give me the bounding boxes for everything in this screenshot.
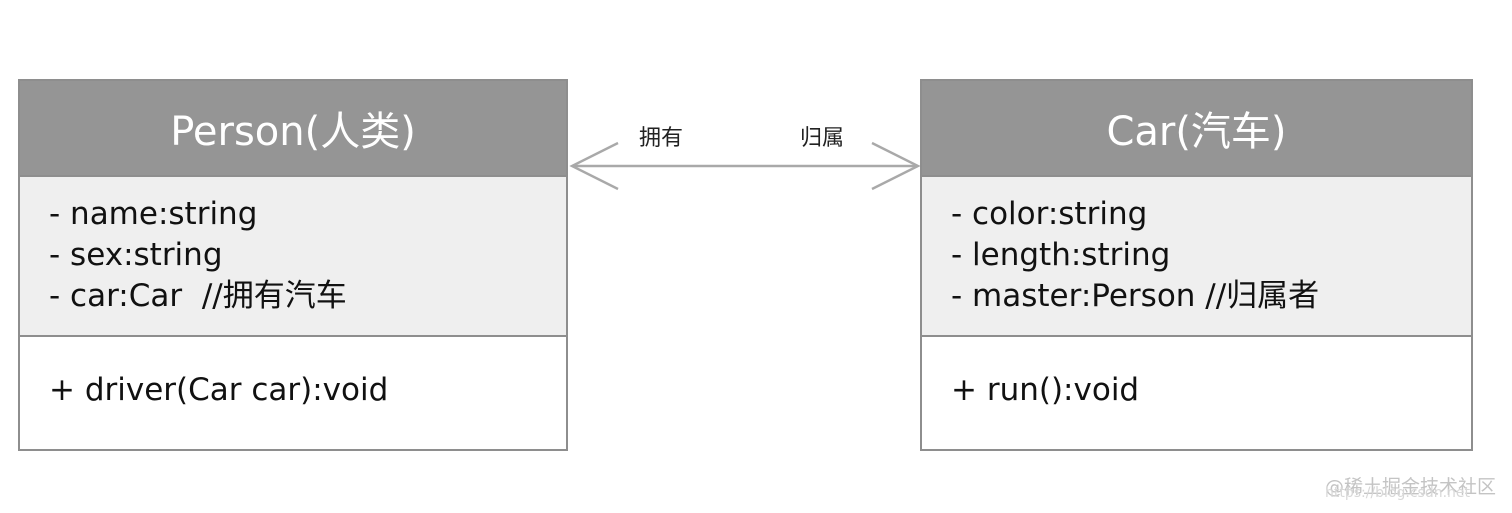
person-class-box: Person(人类) - name:string - sex:string - … [18, 79, 568, 451]
person-attr-name: - name:string [49, 196, 258, 232]
car-attr-color: - color:string [951, 196, 1148, 232]
car-method-run: + run():void [951, 372, 1140, 408]
person-method-driver: + driver(Car car):void [49, 372, 389, 408]
right-arrowhead [871, 141, 921, 191]
car-class-box: Car(汽车) - color:string - length:string -… [920, 79, 1473, 451]
car-class-name: Car(汽车) [922, 81, 1471, 177]
person-attributes: - name:string - sex:string - car:Car //拥… [20, 177, 566, 337]
watermark: https://blog.csdn.net @稀土掘金技术社区 [1324, 472, 1496, 501]
car-methods: + run():void [922, 337, 1471, 449]
left-arrowhead [569, 141, 619, 191]
watermark-site-url: https://blog.csdn.net [1324, 485, 1471, 501]
car-attr-master: - master:Person //归属者 [951, 278, 1320, 314]
person-methods: + driver(Car car):void [20, 337, 566, 449]
watermark-text: @稀土掘金技术社区 [1324, 476, 1496, 498]
car-attributes: - color:string - length:string - master:… [922, 177, 1471, 337]
association-label-belong: 归属 [800, 126, 845, 151]
person-attr-car: - car:Car //拥有汽车 [49, 278, 347, 314]
person-attr-sex: - sex:string [49, 237, 223, 273]
association-label-own: 拥有 [639, 126, 684, 151]
car-attr-length: - length:string [951, 237, 1171, 273]
person-class-name: Person(人类) [20, 81, 566, 177]
